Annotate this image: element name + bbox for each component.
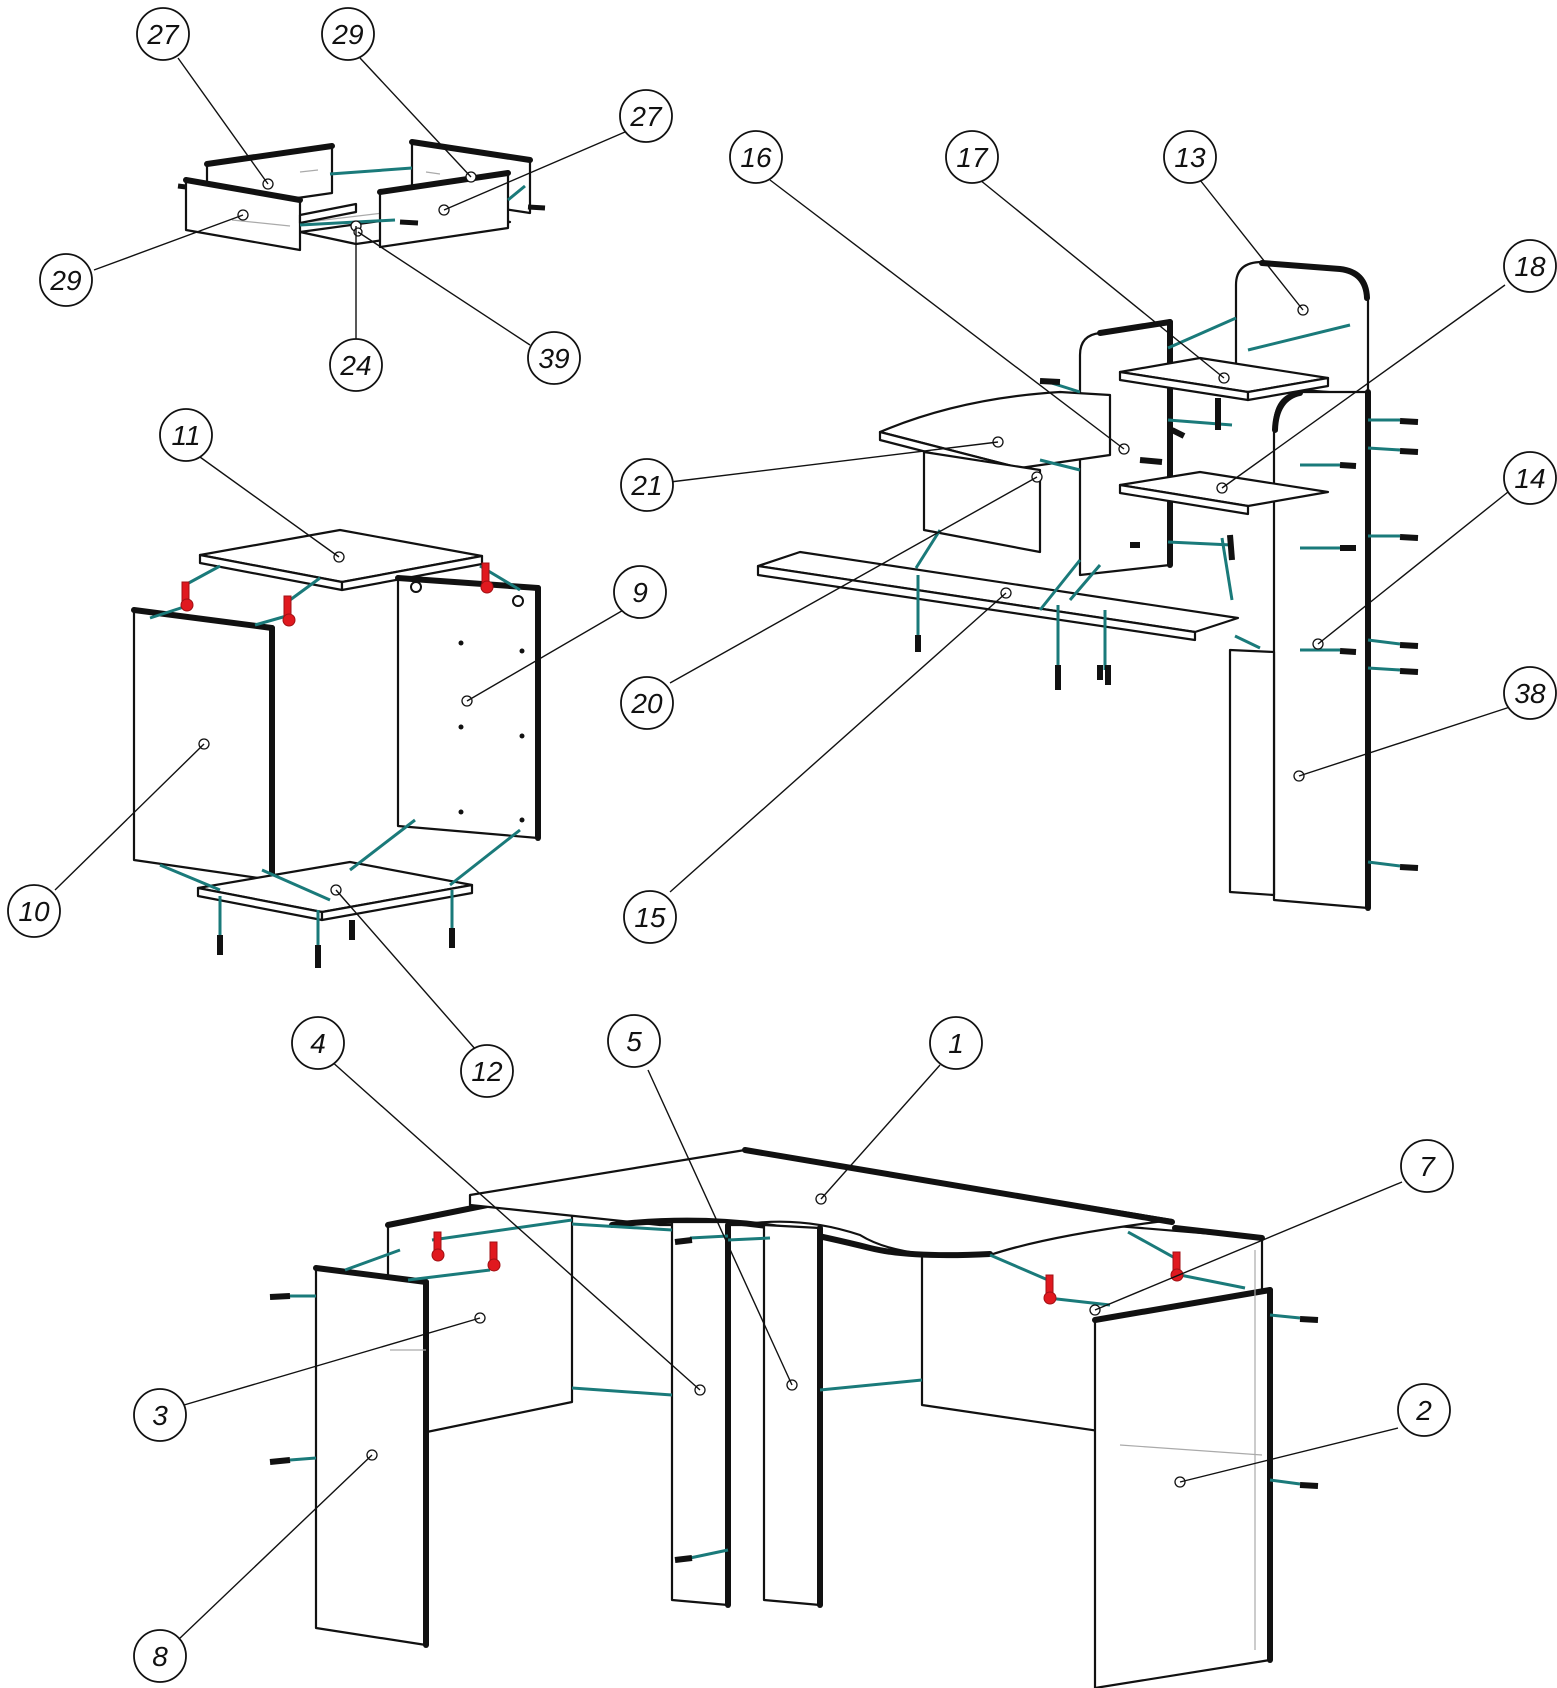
desk-right-side-panel xyxy=(1093,1288,1272,1688)
label-bubble: 29 xyxy=(39,253,93,307)
cabinet-right-panel xyxy=(396,576,540,840)
svg-text:27: 27 xyxy=(629,101,663,132)
under-shelf-panel xyxy=(922,450,1042,554)
desk-center-leg-left xyxy=(670,1220,730,1607)
svg-text:1: 1 xyxy=(948,1028,964,1059)
leader-lines xyxy=(54,57,1511,1641)
drawer-divider xyxy=(298,202,358,225)
part-labels: 27 29 27 29 24 39 16 17 13 18 21 14 20 3… xyxy=(7,7,1557,1683)
desk-center-leg-right xyxy=(762,1223,822,1607)
label-bubble: 9 xyxy=(613,565,667,619)
left-curved-shelf xyxy=(878,390,1112,470)
label-bubble: 29 xyxy=(321,7,375,61)
svg-text:13: 13 xyxy=(1174,142,1206,173)
label-bubble: 27 xyxy=(136,7,190,61)
label-bubble: 38 xyxy=(1503,666,1557,720)
superstructure-assembly xyxy=(756,260,1419,911)
svg-text:2: 2 xyxy=(1415,1395,1432,1426)
label-bubble: 4 xyxy=(291,1016,345,1070)
cabinet-assembly xyxy=(131,528,541,968)
svg-text:4: 4 xyxy=(310,1028,326,1059)
svg-text:14: 14 xyxy=(1514,463,1545,494)
svg-text:18: 18 xyxy=(1514,251,1546,282)
label-bubble: 12 xyxy=(460,1044,514,1098)
label-bubble: 11 xyxy=(159,408,213,462)
svg-text:8: 8 xyxy=(152,1641,168,1672)
label-bubble: 15 xyxy=(623,890,677,944)
label-bubble: 3 xyxy=(133,1388,187,1442)
label-bubble: 39 xyxy=(527,331,581,385)
svg-text:27: 27 xyxy=(146,19,180,50)
svg-text:12: 12 xyxy=(471,1056,503,1087)
svg-text:15: 15 xyxy=(634,902,666,933)
label-bubble: 14 xyxy=(1503,451,1557,505)
label-bubble: 24 xyxy=(329,338,383,392)
label-bubble: 2 xyxy=(1397,1383,1451,1437)
svg-text:7: 7 xyxy=(1419,1151,1436,1182)
label-bubble: 5 xyxy=(607,1014,661,1068)
svg-text:24: 24 xyxy=(339,350,371,381)
label-bubble: 27 xyxy=(619,89,673,143)
label-bubble: 1 xyxy=(929,1016,983,1070)
lower-side-panel xyxy=(1228,648,1276,897)
svg-text:10: 10 xyxy=(18,896,50,927)
svg-text:39: 39 xyxy=(538,343,569,374)
svg-text:16: 16 xyxy=(740,142,772,173)
cam-lock xyxy=(431,1231,1184,1305)
svg-text:3: 3 xyxy=(152,1400,168,1431)
label-bubble: 8 xyxy=(133,1629,187,1683)
svg-text:29: 29 xyxy=(49,265,81,296)
drawer-assembly xyxy=(177,139,546,252)
svg-text:5: 5 xyxy=(626,1026,642,1057)
label-bubble: 13 xyxy=(1163,130,1217,184)
svg-text:9: 9 xyxy=(632,577,648,608)
desk-assembly xyxy=(269,1147,1319,1688)
label-bubble: 18 xyxy=(1503,239,1557,293)
svg-text:29: 29 xyxy=(331,19,363,50)
label-bubble: 17 xyxy=(945,130,999,184)
cam-lock xyxy=(180,562,494,627)
svg-text:20: 20 xyxy=(630,688,663,719)
svg-text:38: 38 xyxy=(1514,678,1546,709)
label-bubble: 10 xyxy=(7,884,61,938)
label-bubble: 16 xyxy=(729,130,783,184)
label-bubble: 21 xyxy=(620,458,674,512)
label-bubble: 20 xyxy=(620,676,674,730)
label-bubble: 7 xyxy=(1400,1139,1454,1193)
svg-text:11: 11 xyxy=(171,420,200,451)
svg-text:21: 21 xyxy=(630,470,662,501)
svg-text:17: 17 xyxy=(956,142,989,173)
